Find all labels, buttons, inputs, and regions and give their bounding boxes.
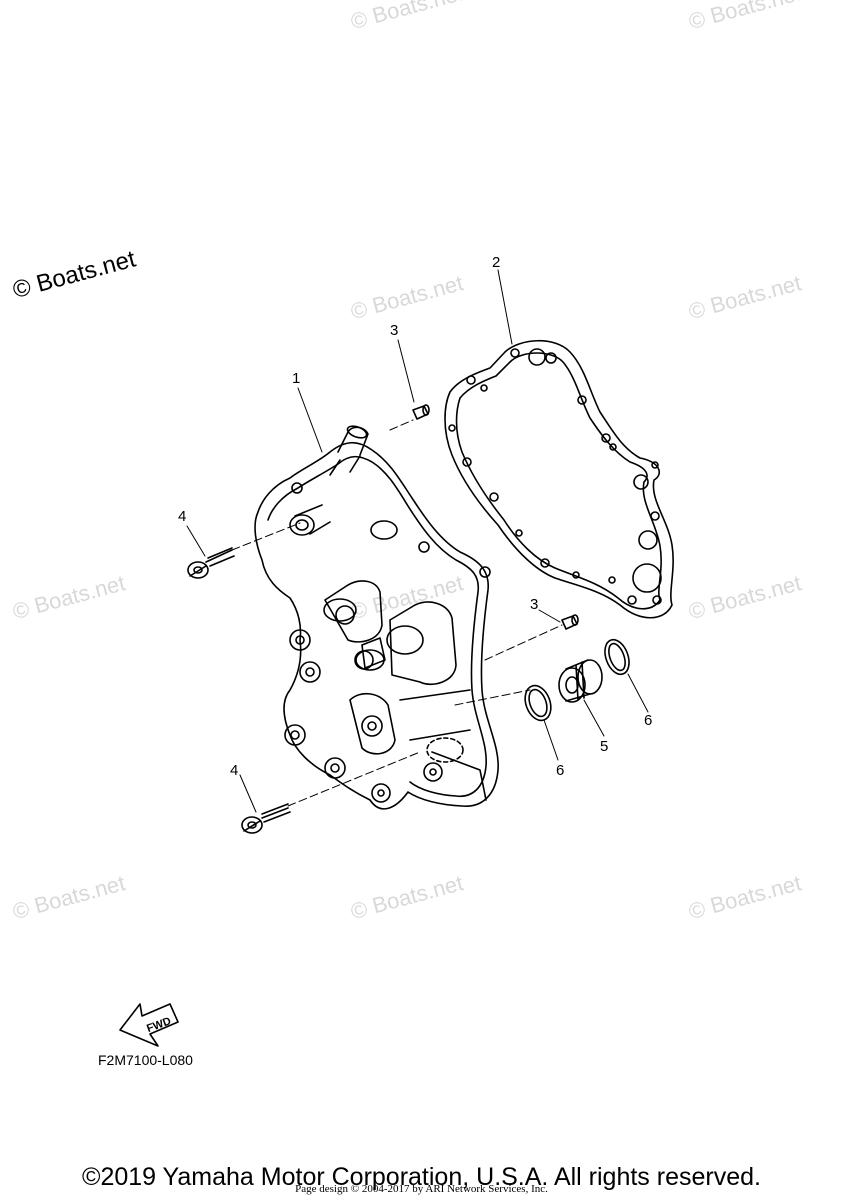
page-design-credit: Page design © 2004-2017 by ARI Network S… [295,1183,548,1195]
cover-bolt [361,715,383,737]
fwd-arrow-icon [119,1003,179,1047]
callout-6: 6 [644,712,653,729]
o-ring-part-6 [524,684,552,722]
callout-2: 2 [492,254,501,271]
dowel-pin-part-3 [412,404,430,420]
cover-bolt [335,605,355,625]
bolt-part-4 [241,803,291,834]
cover-bolt [299,661,321,683]
cover-part-1 [254,425,499,810]
copyright-text: ©2019 Yamaha Motor Corporation, U.S.A. A… [82,1163,761,1191]
callout-4: 4 [178,508,187,525]
cover-bolt [354,650,374,670]
gasket-part-2 [444,340,674,619]
callout-1: 1 [292,370,301,387]
fwd-label: FWD [145,1015,173,1035]
callout-3: 3 [390,322,399,339]
cover-bolt [371,783,391,803]
filter-part-5 [558,659,603,703]
bolt-part-4 [187,547,235,579]
callout-6: 6 [556,762,565,779]
o-ring-part-6 [604,638,630,676]
valve-boss [386,601,457,686]
cover-bolt [423,762,443,782]
dowel-pin-part-3 [561,614,579,630]
valve-boss [323,580,383,643]
cover-bolt [284,724,306,746]
callout-4: 4 [230,762,239,779]
part-code: F2M7100-L080 [98,1052,193,1068]
cover-bolt [289,629,311,651]
cover-bolt [324,757,346,779]
callout-3: 3 [530,596,539,613]
callout-5: 5 [600,738,609,755]
